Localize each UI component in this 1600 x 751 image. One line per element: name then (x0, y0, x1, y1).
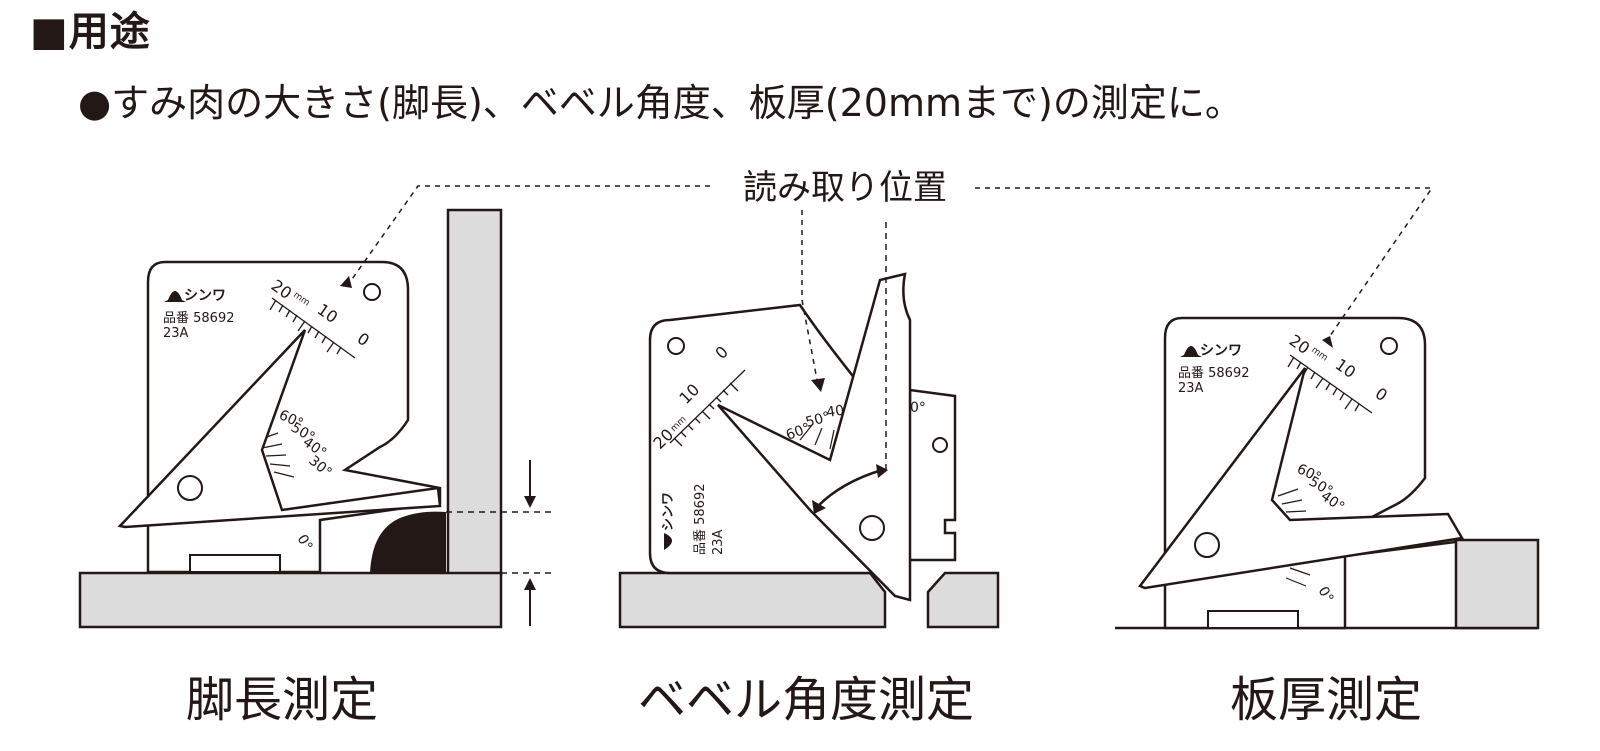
bevel-plate-left (618, 571, 887, 629)
angle-scale-0: 0° (294, 532, 316, 554)
angle-scale-thickness-0: 0° (1315, 584, 1337, 606)
angle-scale-rotated-0: 0° (910, 400, 926, 416)
gauge-hole-rotated (667, 337, 685, 355)
part-number-label-rotated: 品番 58692 (693, 484, 708, 556)
fillet-weld-bead (370, 511, 446, 573)
leader-center-arrowhead (811, 378, 825, 392)
caption-leg-length: 脚長測定 (186, 672, 379, 728)
model-label-thickness: 23A (1178, 381, 1204, 396)
base-plate (78, 571, 503, 629)
angle-scale-rotated-50: 50° (804, 409, 832, 431)
brand-label-thickness: シンワ (1200, 343, 1242, 359)
caption-plate-thickness: 板厚測定 (1230, 672, 1423, 728)
vertical-plate (446, 208, 503, 577)
leader-center (801, 210, 819, 386)
penguin-logo-icon (164, 291, 186, 302)
reading-position-label: 読み取り位置 (735, 166, 955, 210)
leader-right (975, 187, 1434, 337)
gauge-pointer-arm-rotated (717, 272, 912, 602)
thickness-figure: 20 mm 10 0 60° 50° 40° 0° シンワ 品番 58692 2… (1115, 316, 1540, 630)
part-number-label: 品番 58692 (163, 311, 235, 326)
angle-scale-rotated-60: 60° (784, 420, 813, 444)
gauge-hole-rotated-2 (932, 437, 948, 453)
model-label-rotated: 23A (711, 529, 726, 555)
bevel-arc-head-left (812, 500, 826, 514)
leader-right-arrowhead (1322, 336, 1333, 348)
pointer-hole-thickness (1194, 532, 1220, 558)
gauge-hole (363, 283, 381, 301)
gauge-pointer-arm-thickness (1138, 367, 1465, 590)
leg-arrow-up-head (524, 578, 536, 590)
bevel-angle-arc (817, 468, 883, 507)
pointer-hole-rotated (859, 515, 885, 541)
leader-left (349, 185, 710, 283)
part-number-label-thickness: 品番 58692 (1178, 366, 1250, 381)
gauge-bottom-notch-thickness (1207, 610, 1299, 629)
brand-label-rotated: シンワ (661, 492, 676, 531)
penguin-logo-icon-thickness (1180, 346, 1202, 357)
model-label: 23A (163, 326, 189, 341)
leg-scale (269, 297, 356, 359)
gauge-hole-thickness (1380, 337, 1398, 355)
bevel-arc-head-right (876, 464, 888, 478)
pointer-hole (177, 475, 203, 501)
gauge-bottom-notch (189, 554, 281, 573)
leader-left-arrowhead (340, 276, 352, 288)
leg-length-figure: 20 mm 10 0 60° 50° 40° 30° 0° シンワ 品番 586… (78, 208, 555, 629)
caption-bevel-angle: ベベル角度測定 (638, 672, 975, 728)
bevel-angle-figure: 20 mm 10 0 60° 50° 40° 30° 0° シンワ 品番 586… (618, 222, 1000, 629)
gauge-pointer-arm (117, 329, 442, 529)
section-heading: ■用途 (30, 9, 151, 55)
reading-position-leaders (349, 185, 1434, 386)
penguin-logo-icon-rotated (664, 533, 672, 550)
test-plate (1454, 538, 1540, 630)
bevel-plate-right (926, 571, 1000, 629)
leg-scale-rotated (669, 369, 746, 447)
leg-scale-thickness (1287, 354, 1373, 414)
leg-arrow-down-head (524, 496, 536, 508)
usage-description: ●すみ肉の大きさ(脚長)、ベベル角度、板厚(20mmまで)の測定に。 (78, 81, 1243, 125)
brand-label: シンワ (184, 288, 226, 304)
